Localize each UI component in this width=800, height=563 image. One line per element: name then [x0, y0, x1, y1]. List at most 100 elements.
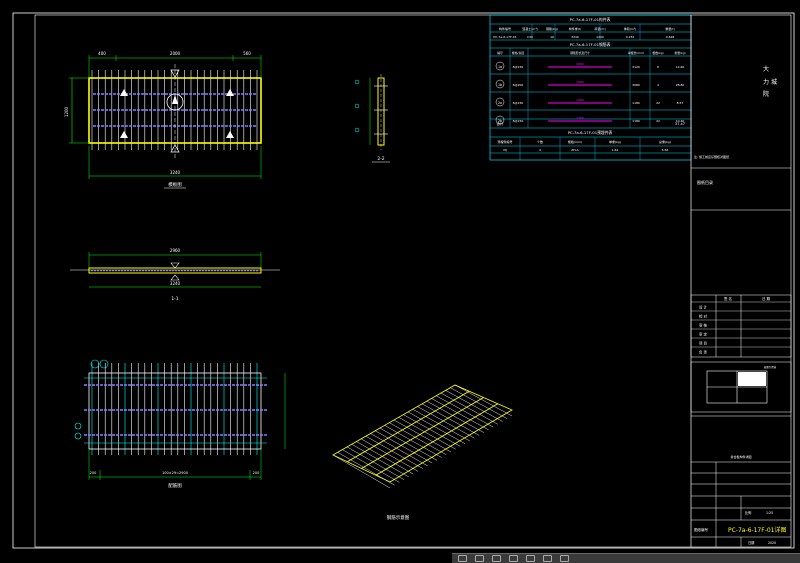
rebar-vertical-bars [91, 363, 258, 455]
section-mark [170, 144, 180, 153]
table2-cell: 1180 [632, 119, 640, 123]
table2-cell: 8@150 [513, 101, 524, 105]
table2-cell: 12.60 [676, 65, 685, 69]
table1-header: 构件编号 [499, 26, 511, 31]
table2-cell: 8@150 [513, 65, 524, 69]
rebar-view-title: 配筋图 [168, 482, 182, 489]
sign-header: 日 期 [762, 296, 771, 301]
rebar-tag-circle [90, 359, 100, 369]
table3-header: 规格(mm) [568, 139, 582, 144]
title-note: 注: 施工前应仔细核对图纸 [694, 154, 729, 159]
iso-cross-bar [337, 452, 395, 486]
table3-header: 预埋件编号 [497, 139, 512, 144]
snap-toggle-icon[interactable] [458, 555, 467, 562]
dim-text: 2960 [170, 248, 181, 253]
table3-cell: 4 [539, 148, 541, 152]
table2-title: PC-7a-6-17F-01钢筋表 [570, 42, 611, 47]
side-tag-circle [354, 79, 360, 85]
grid-toggle-icon[interactable] [475, 555, 484, 562]
drawing-inner-border [34, 14, 792, 548]
iso-cross-bar [332, 454, 391, 489]
polar-toggle-icon[interactable] [509, 555, 518, 562]
table2-header: 根数(kg) [652, 51, 663, 55]
iso-cross-bar [356, 441, 414, 475]
iso-cross-bar [365, 435, 423, 469]
project-char: 大 [763, 65, 769, 73]
iso-view-title: 钢筋示意图 [387, 514, 410, 521]
dim-text: 560 [243, 51, 251, 56]
sheet-label: 叠合板构件详图 [730, 454, 751, 459]
iso-cross-bar [393, 419, 452, 453]
side-section-rebar-ticks [354, 79, 388, 135]
table1-cell: 3240 [571, 35, 579, 39]
sign-row-label: 校 对 [699, 314, 708, 319]
table2-header: 钢筋形式及尺寸 [570, 51, 590, 55]
rebar-panel-outline [88, 372, 262, 450]
table2-cell: 3080 [632, 83, 640, 87]
table2-cell: 8@150 [513, 119, 524, 123]
table2-cell: 3080 [576, 62, 584, 66]
table2-tag [495, 97, 505, 107]
table2-cell: 3080 [576, 80, 584, 84]
dim-text: 400 [98, 51, 106, 56]
table3-header: 总重(kg) [659, 139, 671, 144]
table1-cell: 0.628 [666, 35, 675, 39]
table3-cell: ZH-A [571, 148, 579, 152]
scale-value: 1:25 [766, 511, 773, 515]
plan-view: 400 2000 560 3240 1200 模板图 [64, 51, 262, 189]
stamp-label: 出图专用章 [764, 365, 777, 369]
table3-cell: MJ [503, 148, 507, 152]
iso-cross-bar [398, 417, 456, 450]
iso-cross-bar [403, 414, 461, 447]
table2-cell: 8.57 [677, 101, 684, 105]
table2-total-label: 合计 [497, 121, 505, 126]
sign-row-label: 审 定 [699, 332, 708, 337]
iso-cross-bar [379, 427, 438, 461]
table2-cell: 1a [498, 65, 502, 69]
sign-row-label: 项 目 [699, 341, 707, 346]
table2-header: 重量(kg) [674, 51, 685, 55]
iso-cross-bar [450, 387, 508, 419]
side-tag-circle [354, 103, 360, 109]
side-section-view: 2-2 [354, 74, 390, 163]
table2-cell: 1180 [576, 116, 584, 120]
drawing-no-label: 图纸编号 [694, 527, 708, 532]
table1-header: 重量(t) [665, 26, 675, 31]
iso-cross-bar [426, 400, 484, 433]
drawing-no: PC-7a-6-17F-01详图 [728, 526, 787, 534]
ortho-toggle-icon[interactable] [492, 555, 501, 562]
lineweight-toggle-icon[interactable] [543, 555, 552, 562]
table2-header: 单根长(mm) [628, 51, 644, 55]
table2-cell: 6 [657, 65, 659, 69]
iso-cross-bar [351, 444, 409, 478]
iso-cross-bar [342, 449, 400, 483]
table2-cell: 3120 [632, 65, 640, 69]
table2-tag [495, 79, 505, 89]
table2-header: 编号 [497, 51, 503, 55]
table1-header: 钢筋(kg) [546, 26, 558, 31]
drawing-border [12, 12, 795, 549]
date-value: 2020 [768, 541, 776, 545]
rebar-tag-circle [74, 432, 82, 440]
cad-status-toolbar[interactable] [452, 553, 800, 563]
dim-text: 3240 [170, 170, 181, 175]
model-toggle-icon[interactable] [560, 555, 569, 562]
iso-main-bar [361, 397, 484, 469]
table1-title: PC-7a-6-17F-01构件表 [570, 17, 611, 22]
osnap-toggle-icon[interactable] [526, 555, 535, 562]
iso-view: 钢筋示意图 [332, 384, 513, 521]
dim-text: 100×29=2900 [162, 471, 188, 475]
section-mark [170, 69, 180, 78]
iso-panel [332, 384, 513, 483]
section-mark [170, 274, 180, 281]
section-view: 2960 3240 1-1 [70, 248, 280, 302]
iso-cross-bar [384, 425, 442, 458]
iso-main-bar [375, 403, 498, 476]
lifting-point-marker [120, 131, 128, 138]
table2-tag [495, 61, 505, 71]
component-tables: PC-7a-6-17F-01构件表 PC-7a-6-17F-01钢筋表 合计 3… [489, 14, 692, 161]
table2-cell: 2b [498, 119, 502, 123]
north-arrow-head [172, 95, 178, 104]
table3-cell: 1.64 [612, 148, 619, 152]
